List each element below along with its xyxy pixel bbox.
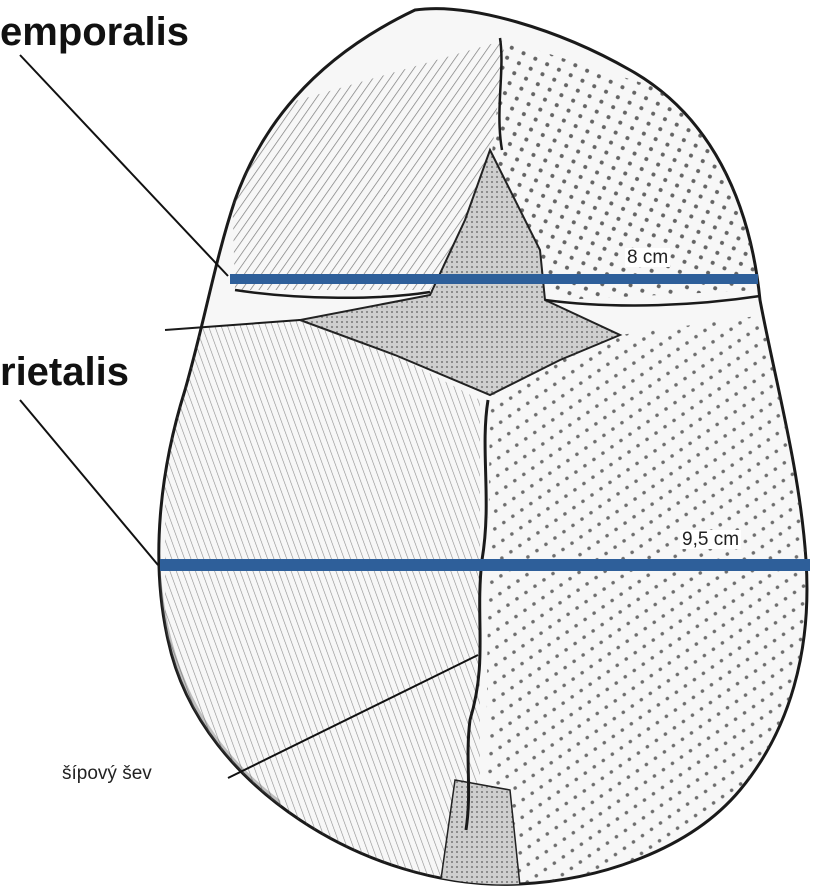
leader-parietalis (20, 400, 158, 565)
label-temporalis: emporalis (0, 12, 189, 52)
leader-temporalis (20, 55, 228, 276)
measure-label-upper: 8 cm (625, 248, 670, 267)
measure-label-lower: 9,5 cm (680, 530, 741, 549)
measure-line-lower (160, 559, 810, 571)
label-parietalis: rietalis (0, 352, 129, 392)
measure-line-upper (230, 274, 758, 284)
label-suture: šípový šev (60, 764, 154, 783)
